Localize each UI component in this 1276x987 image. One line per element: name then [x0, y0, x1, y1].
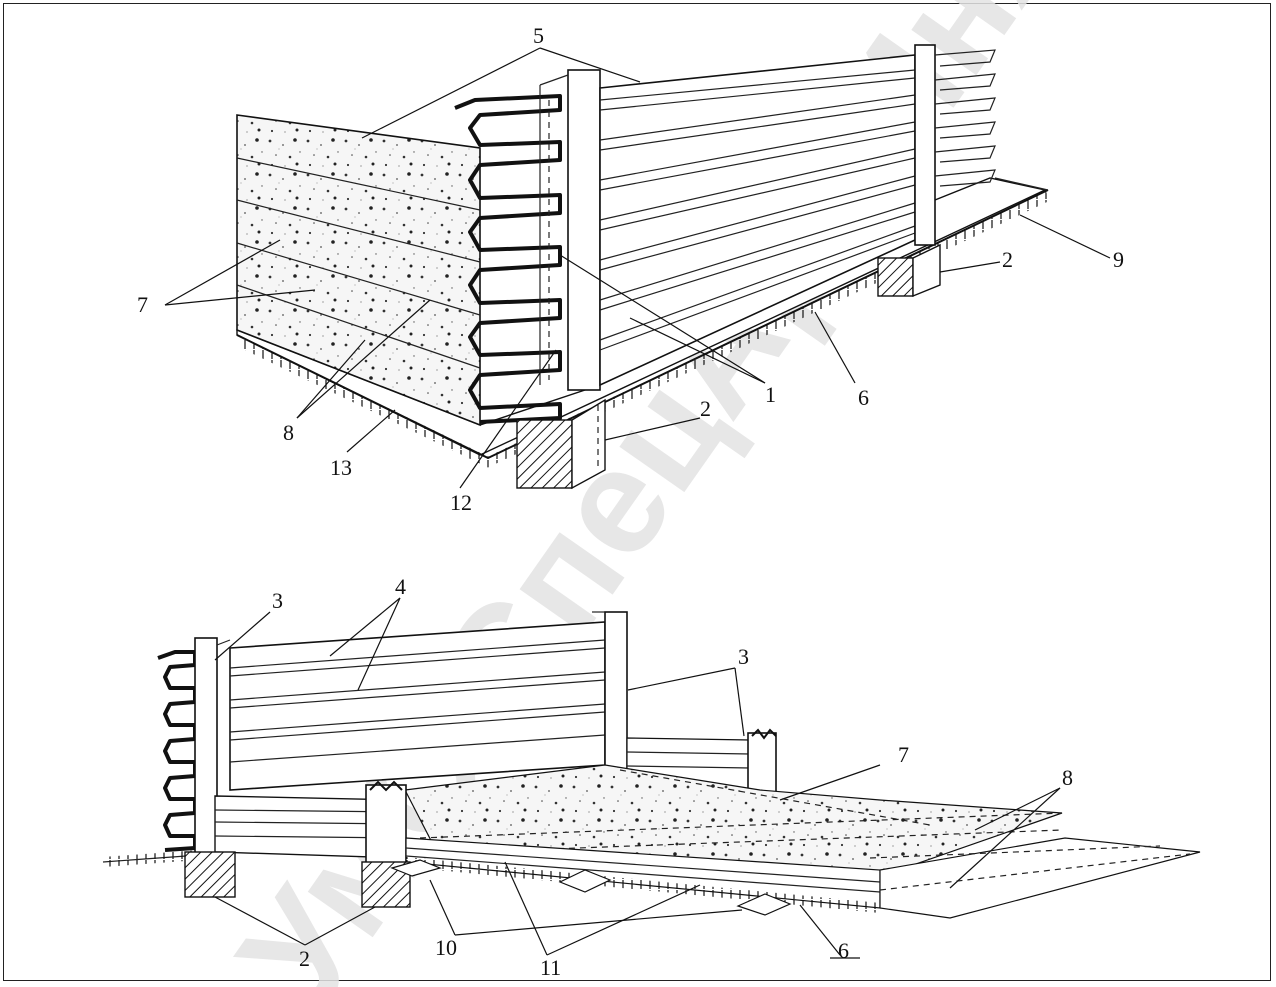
- label-6: 6: [858, 385, 869, 410]
- bottom-view-leaders: [214, 597, 1061, 959]
- label-2-front: 2: [700, 396, 711, 421]
- label-7: 7: [137, 292, 148, 317]
- label-6-bottom: 6: [838, 938, 849, 963]
- label-8: 8: [283, 420, 294, 445]
- label-3-left: 3: [272, 588, 283, 613]
- label-13: 13: [330, 455, 352, 480]
- bottom-view-drawing: 3 4 3 7 8 2 10 11 6: [102, 574, 1201, 980]
- label-2-supports: 2: [299, 946, 310, 971]
- figure-frame: [3, 3, 1271, 981]
- label-9: 9: [1113, 247, 1124, 272]
- label-12: 12: [450, 490, 472, 515]
- label-5: 5: [533, 23, 544, 48]
- label-4: 4: [395, 574, 406, 599]
- top-view-leaders: [164, 47, 1111, 489]
- label-1: 1: [765, 382, 776, 407]
- label-3-right: 3: [738, 644, 749, 669]
- top-view-drawing: 5 7 8 13 12 1 6 2 2 9: [137, 23, 1124, 515]
- label-7-slab: 7: [898, 742, 909, 767]
- label-8-slab: 8: [1062, 765, 1073, 790]
- label-10: 10: [435, 935, 457, 960]
- label-11: 11: [540, 955, 561, 980]
- label-2-far: 2: [1002, 247, 1013, 272]
